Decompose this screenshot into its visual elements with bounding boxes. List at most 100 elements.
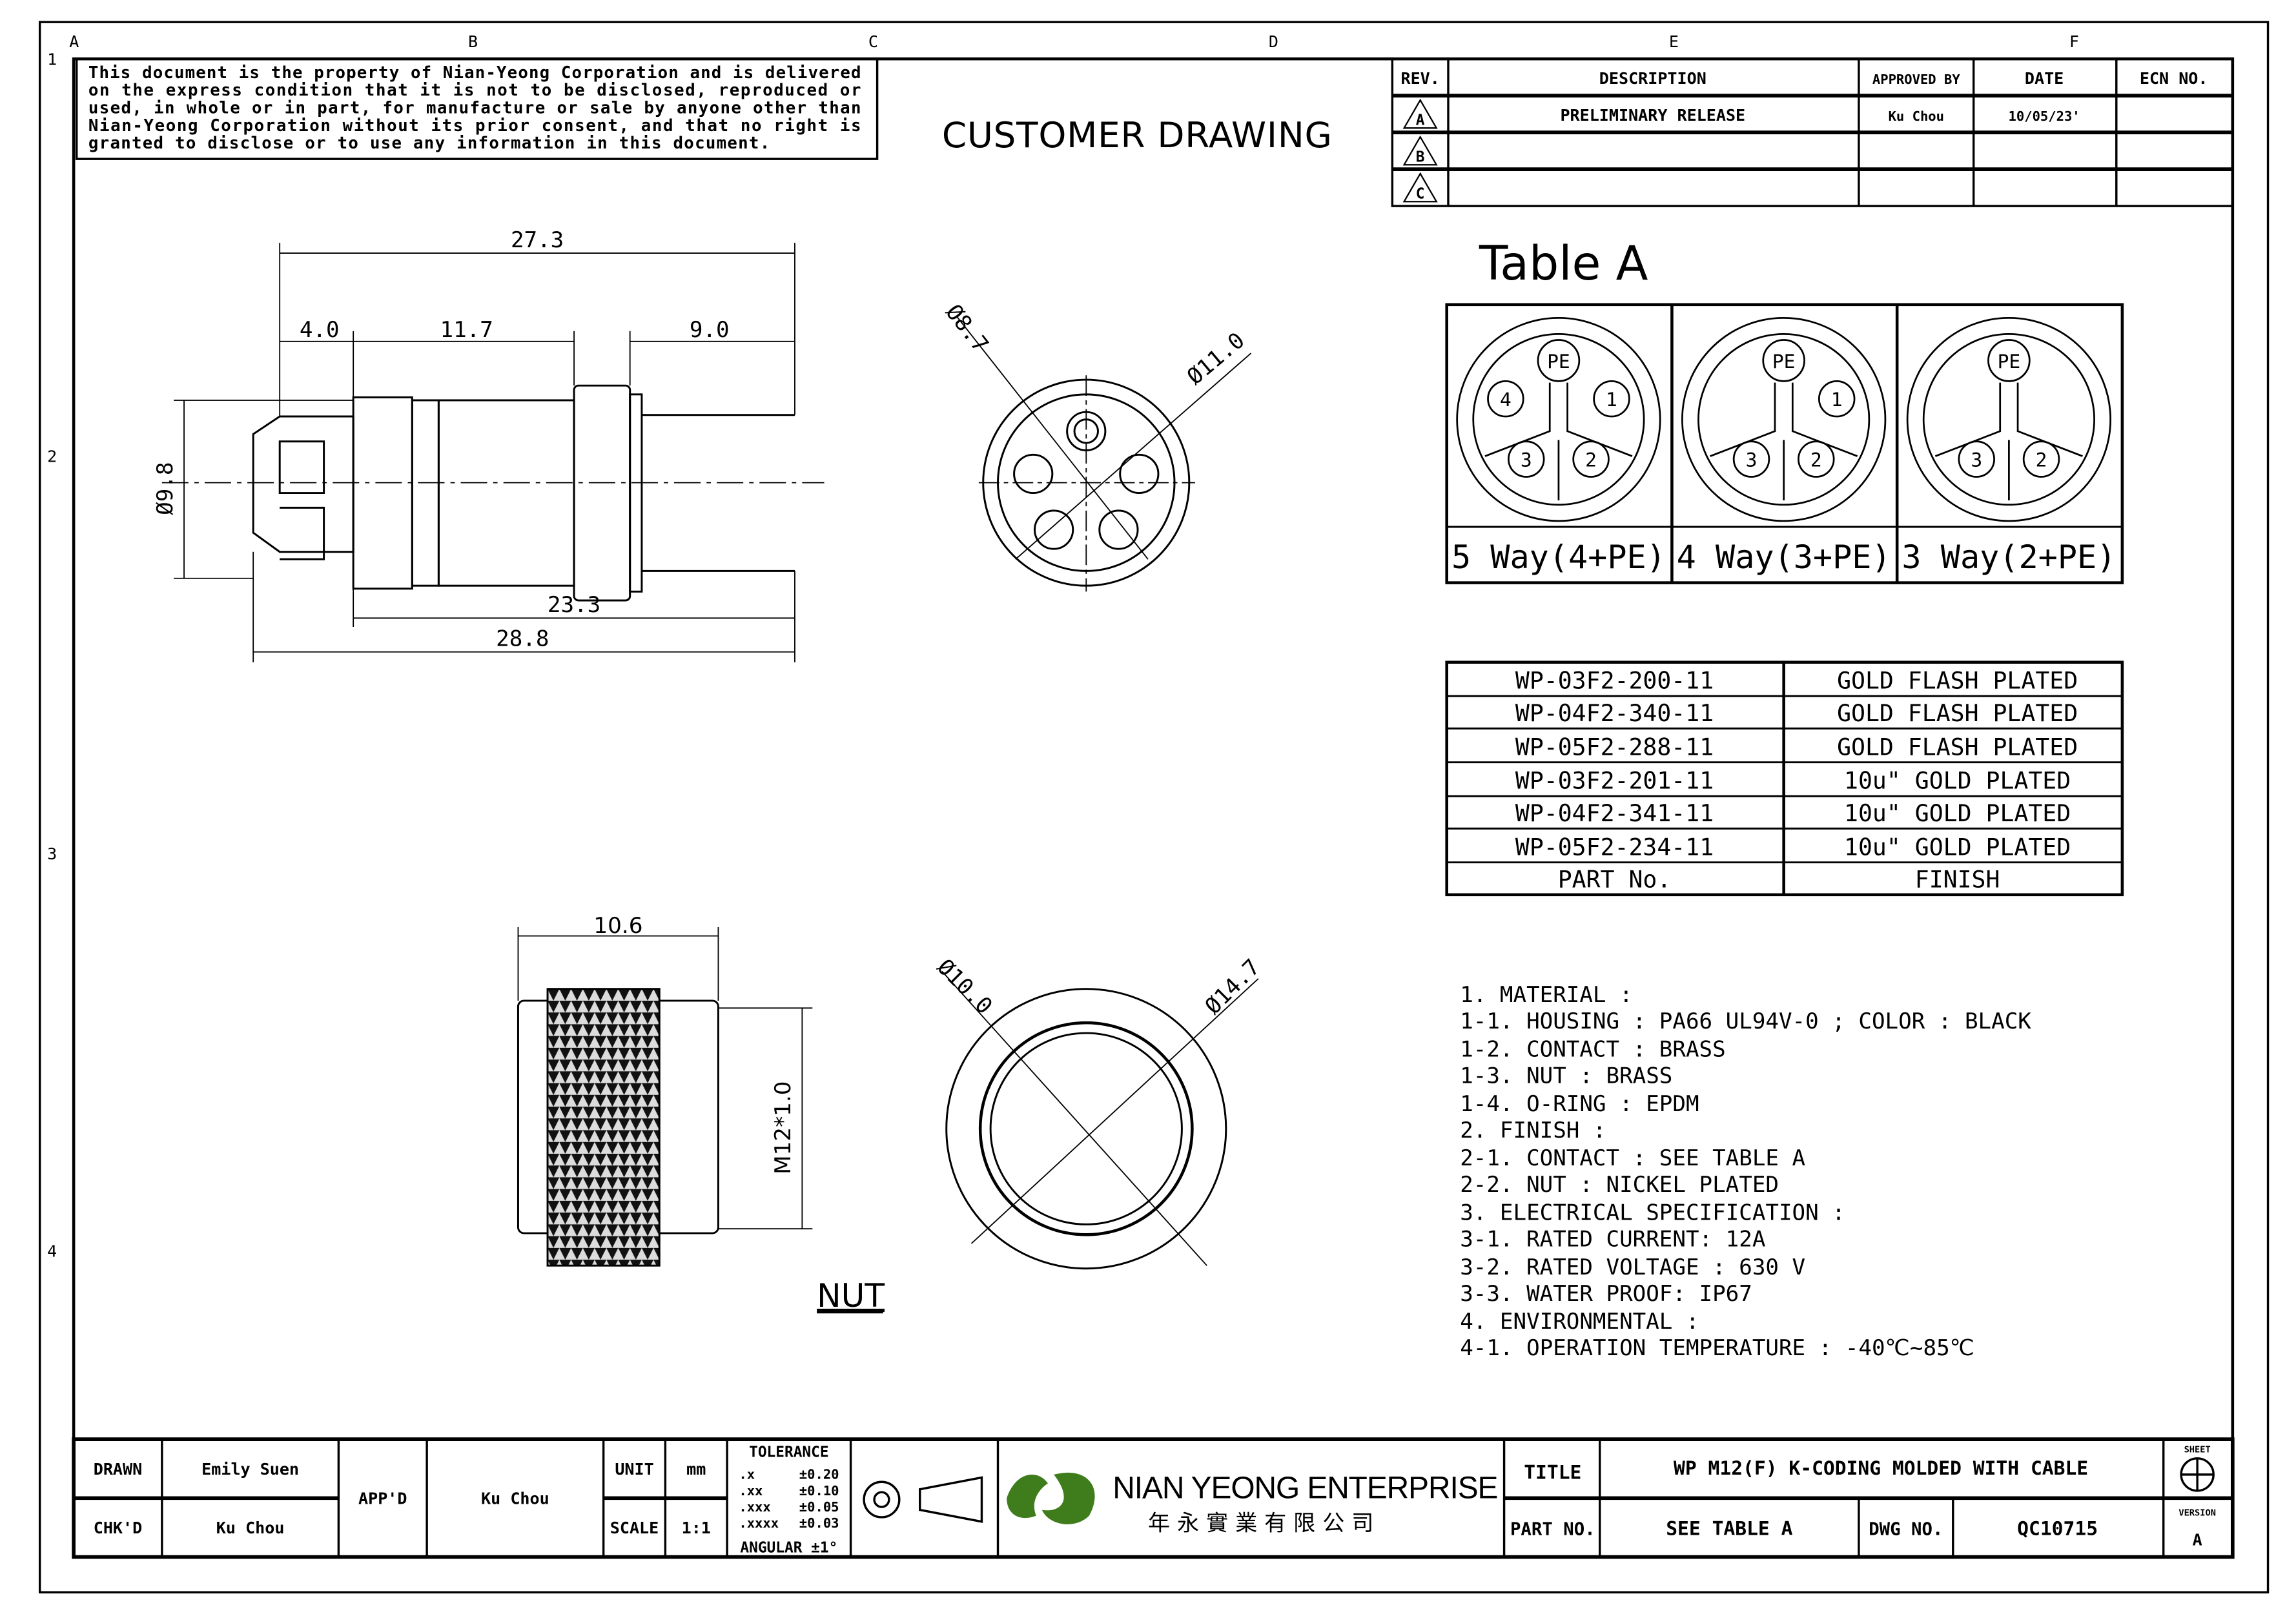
nut-label: NUT bbox=[817, 1276, 885, 1315]
table-a bbox=[1445, 303, 2124, 584]
tol-val: ±0.05 bbox=[799, 1499, 839, 1515]
variant-label: 5 Way(4+PE) bbox=[1451, 538, 1666, 576]
grid-row: 4 bbox=[47, 1242, 57, 1261]
scale-label: SCALE bbox=[610, 1519, 659, 1537]
note-line: 2-2. NUT : NICKEL PLATED bbox=[1460, 1172, 1779, 1198]
dim-nut-length: 10.6 bbox=[593, 913, 642, 939]
part-number: WP-05F2-288-11 bbox=[1515, 733, 1714, 761]
note-line: 4. ENVIRONMENTAL : bbox=[1460, 1309, 1699, 1335]
part-number: WP-03F2-200-11 bbox=[1515, 667, 1714, 695]
sheet-label: SHEET bbox=[2184, 1445, 2211, 1455]
page-heading: CUSTOMER DRAWING bbox=[942, 114, 1332, 156]
note-line: 3-3. WATER PROOF: IP67 bbox=[1460, 1281, 1752, 1307]
note-line: 3-2. RATED VOLTAGE : 630 V bbox=[1460, 1254, 1805, 1280]
note-line: 3-1. RATED CURRENT: 12A bbox=[1460, 1227, 1765, 1253]
rev-description: PRELIMINARY RELEASE bbox=[1560, 106, 1745, 125]
parts-header-part: PART No. bbox=[1558, 865, 1672, 893]
pinout-5way: PE 1 4 3 2 bbox=[1456, 316, 1661, 522]
pinout-4way: PE 1 3 2 bbox=[1681, 316, 1887, 522]
dwg-value: QC10715 bbox=[2017, 1517, 2098, 1539]
rev-letter: A bbox=[1416, 112, 1425, 129]
rev-header: DATE bbox=[2025, 69, 2064, 88]
unit-value: mm bbox=[686, 1460, 706, 1479]
tol-key: .x bbox=[739, 1467, 755, 1482]
dim-front: 4.0 bbox=[300, 317, 340, 343]
rev-header: REV. bbox=[1400, 69, 1439, 88]
pin-pe: PE bbox=[1547, 350, 1570, 373]
variant-label: 3 Way(2+PE) bbox=[1901, 538, 2116, 576]
chkd-value: Ku Chou bbox=[216, 1519, 285, 1537]
svg-text:granted to disclose or to use: granted to disclose or to use any inform… bbox=[88, 134, 770, 153]
part-number: WP-05F2-234-11 bbox=[1515, 833, 1714, 861]
title-label: TITLE bbox=[1524, 1461, 1581, 1484]
chkd-label: CHK'D bbox=[94, 1519, 142, 1537]
note-line: 1-3. NUT : BRASS bbox=[1460, 1063, 1672, 1089]
pin-2: 2 bbox=[2036, 449, 2047, 471]
nut-side-view bbox=[517, 926, 813, 1267]
company-name: NIAN YEONG ENTERPRISE bbox=[1112, 1471, 1498, 1505]
dim-front-d1: Ø8.7 bbox=[940, 300, 993, 357]
grid-col: C bbox=[868, 32, 878, 51]
dwg-label: DWG NO. bbox=[1869, 1519, 1943, 1539]
company-name-cn: 年 永 實 業 有 限 公 司 bbox=[1148, 1510, 1373, 1536]
dim-diameter: Ø9.8 bbox=[152, 462, 178, 515]
dim-nut-d1: Ø10.0 bbox=[932, 954, 997, 1019]
note-line: 4-1. OPERATION TEMPERATURE : -40℃~85℃ bbox=[1460, 1335, 1974, 1361]
rev-approved-by: Ku Chou bbox=[1889, 108, 1944, 124]
parts-table bbox=[1445, 660, 2124, 897]
drawn-value: Emily Suen bbox=[201, 1460, 299, 1479]
note-line: 2-1. CONTACT : SEE TABLE A bbox=[1460, 1145, 1805, 1171]
part-number: WP-04F2-341-11 bbox=[1515, 799, 1714, 827]
grid-labels: A B C D E F 1 2 3 4 bbox=[47, 32, 2079, 1261]
svg-text:Nian-Yeong Corporation without: Nian-Yeong Corporation without its prior… bbox=[88, 116, 861, 136]
note-line: 1-2. CONTACT : BRASS bbox=[1460, 1037, 1725, 1063]
part-number: WP-04F2-340-11 bbox=[1515, 699, 1714, 727]
disclaimer: This document is the property of Nian-Ye… bbox=[88, 63, 861, 153]
grid-row: 1 bbox=[47, 50, 57, 68]
appd-value: Ku Chou bbox=[481, 1489, 549, 1508]
part-finish: GOLD FLASH PLATED bbox=[1837, 733, 2078, 761]
note-line: 2. FINISH : bbox=[1460, 1118, 1606, 1143]
pin-3: 3 bbox=[1971, 449, 1982, 471]
pinout-3way: PE 3 2 bbox=[1906, 316, 2112, 522]
rev-header: DESCRIPTION bbox=[1599, 69, 1707, 88]
part-label: PART NO. bbox=[1510, 1519, 1595, 1539]
grid-col: E bbox=[1669, 32, 1679, 51]
table-a-title: Table A bbox=[1479, 236, 1648, 291]
pin-3: 3 bbox=[1521, 449, 1532, 471]
company-logo-icon bbox=[1007, 1472, 1095, 1524]
dim-nut-thread: M12*1.0 bbox=[770, 1081, 796, 1174]
variant-label: 4 Way(3+PE) bbox=[1677, 538, 1891, 576]
tolerance-label: TOLERANCE bbox=[749, 1444, 828, 1461]
angular-tolerance: ANGULAR ±1° bbox=[740, 1540, 837, 1557]
dim-middle: 11.7 bbox=[440, 317, 493, 343]
part-finish: 10u" GOLD PLATED bbox=[1844, 799, 2071, 827]
parts-header-finish: FINISH bbox=[1915, 865, 2000, 893]
rev-header: APPROVED BY bbox=[1872, 72, 1960, 87]
pin-pe: PE bbox=[1998, 350, 2021, 373]
note-line: 1-4. O-RING : EPDM bbox=[1460, 1091, 1699, 1117]
part-value: SEE TABLE A bbox=[1666, 1517, 1792, 1539]
grid-col: F bbox=[2069, 32, 2079, 51]
grid-row: 3 bbox=[47, 844, 57, 863]
dim-overall-top: 27.3 bbox=[511, 227, 564, 253]
scale-value: 1:1 bbox=[682, 1519, 711, 1537]
note-line: 1-1. HOUSING : PA66 UL94V-0 ; COLOR : BL… bbox=[1460, 1008, 2031, 1034]
connector-front-view bbox=[956, 316, 1252, 592]
pin-3: 3 bbox=[1746, 449, 1758, 471]
svg-text:on the express condition that: on the express condition that it is not … bbox=[88, 81, 861, 100]
part-number: WP-03F2-201-11 bbox=[1515, 767, 1714, 795]
version-value: A bbox=[2193, 1530, 2202, 1549]
unit-label: UNIT bbox=[615, 1460, 653, 1479]
pin-1: 1 bbox=[1831, 388, 1843, 411]
svg-text:This document is the property: This document is the property of Nian-Ye… bbox=[88, 63, 861, 83]
tol-key: .xxx bbox=[739, 1499, 770, 1515]
disclaimer-box bbox=[75, 57, 879, 160]
title-block bbox=[72, 1437, 2235, 1559]
note-line: 3. ELECTRICAL SPECIFICATION : bbox=[1460, 1200, 1845, 1226]
svg-text:used, in whole or in part, for: used, in whole or in part, for manufactu… bbox=[88, 99, 861, 118]
rev-letter: B bbox=[1416, 149, 1425, 166]
tol-val: ±0.20 bbox=[799, 1467, 839, 1482]
pin-2: 2 bbox=[1585, 449, 1597, 471]
